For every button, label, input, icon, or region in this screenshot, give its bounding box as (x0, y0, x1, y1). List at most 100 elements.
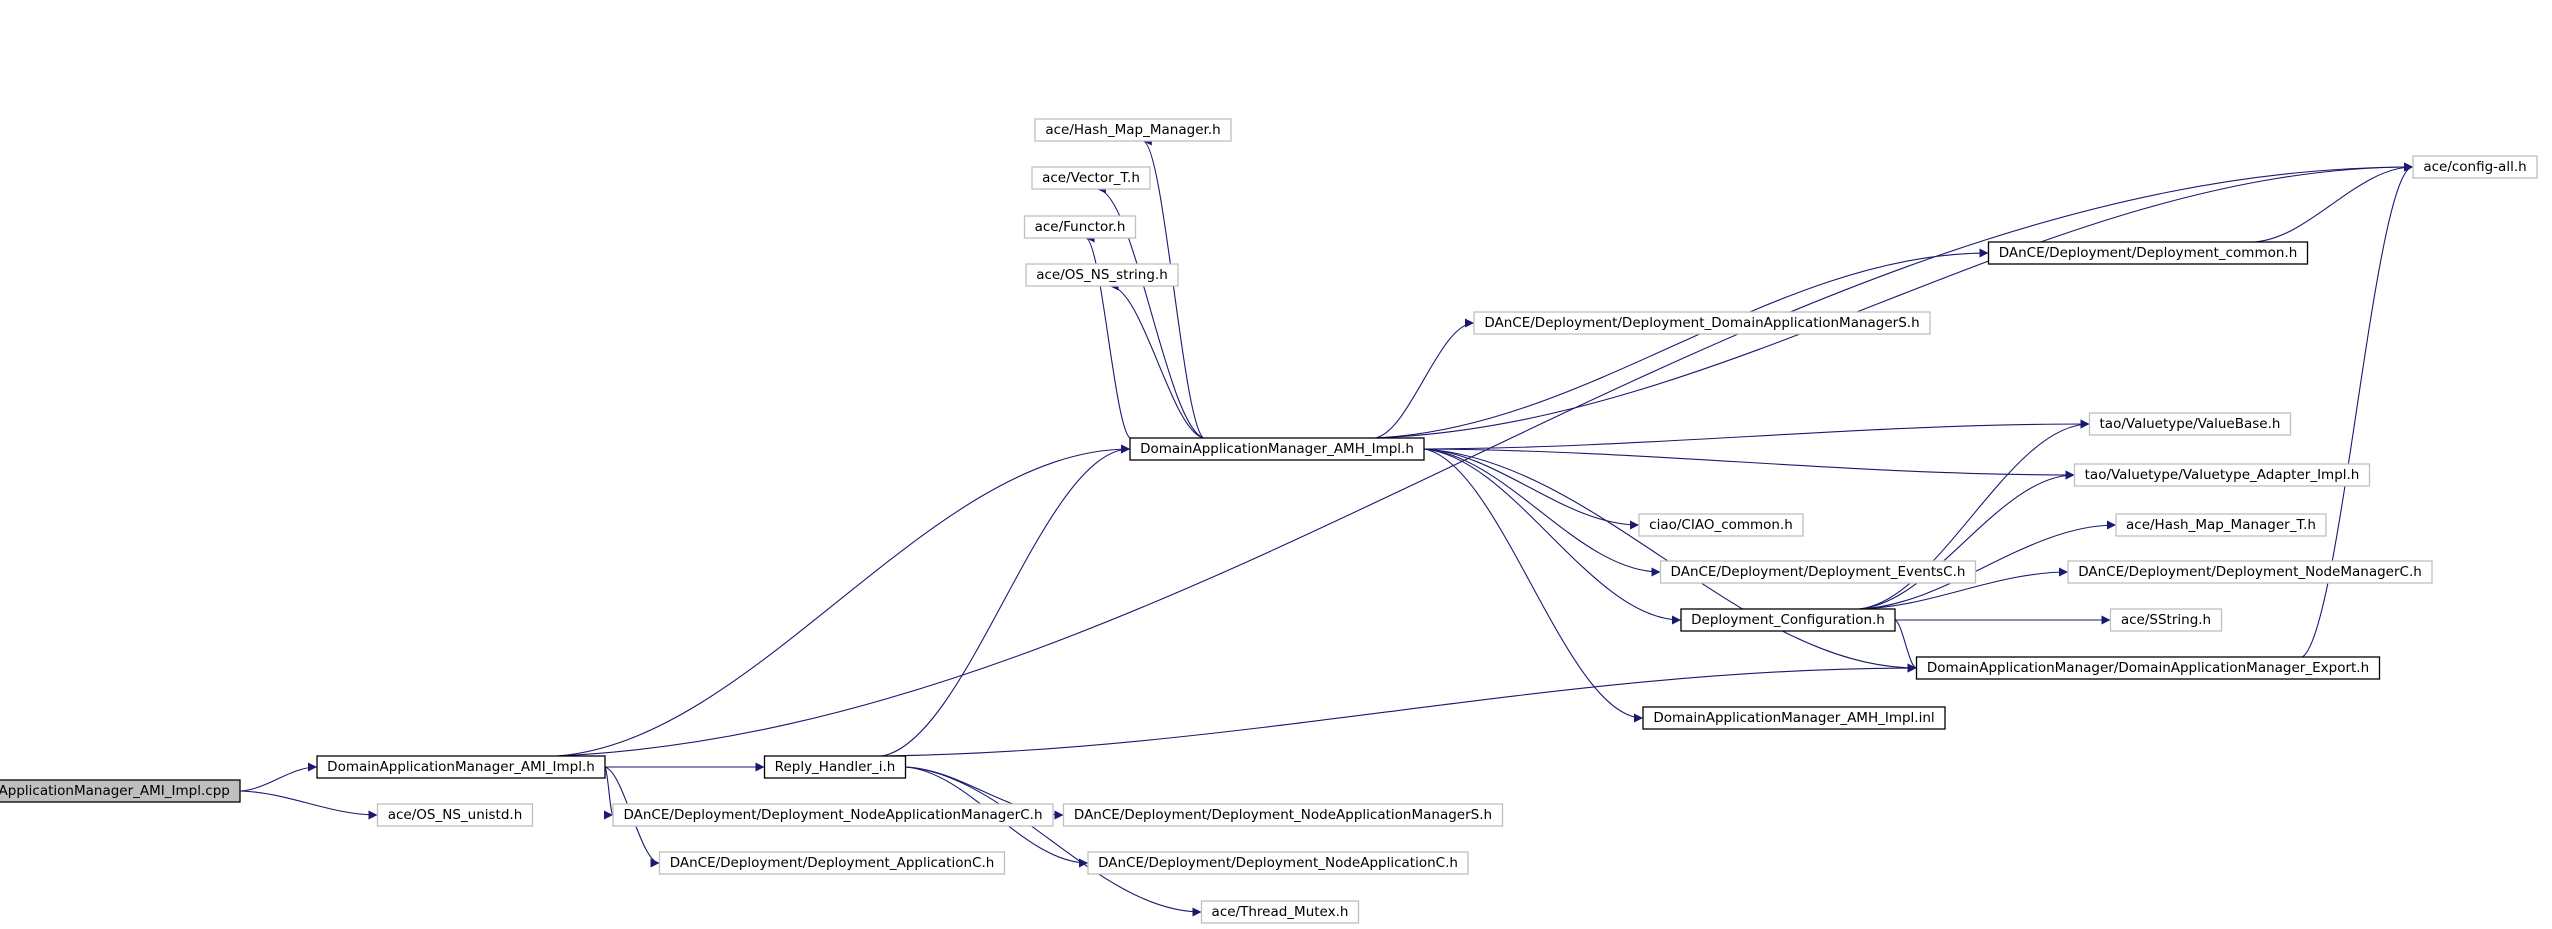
edge-n4-to-n12 (1374, 318, 1475, 439)
node-box (1659, 560, 1977, 584)
node-box (1200, 900, 1360, 924)
edge-n5-to-n26 (905, 766, 1202, 917)
edge-n4-to-n18 (1423, 448, 1682, 625)
node-label: ace/Hash_Map_Manager.h (1045, 122, 1220, 138)
node-box (2073, 463, 2371, 487)
node-label: ace/Thread_Mutex.h (1212, 904, 1349, 920)
node-box (1915, 656, 2381, 680)
node-ace-functor-h[interactable]: ace/Functor.h (1023, 215, 1137, 239)
node-label: ace/OS_NS_string.h (1036, 267, 1168, 283)
node-dance-deployment-deployment-nodeapplicationmanagerc-h[interactable]: DAnCE/Deployment/Deployment_NodeApplicat… (612, 803, 1054, 827)
edge-n1-to-n3 (556, 162, 2414, 757)
edge-n13-to-n3 (2254, 162, 2414, 243)
node-box (1031, 166, 1151, 190)
node-box (376, 803, 534, 827)
node-label: DAnCE/Deployment/Deployment_NodeManagerC… (2078, 564, 2422, 580)
node-label: Reply_Handler_i.h (775, 759, 896, 775)
node-deployment-configuration-h[interactable]: Deployment_Configuration.h (1680, 608, 1896, 632)
edge-n18-to-n19 (1894, 619, 1917, 673)
node-box (1025, 263, 1179, 287)
node-label: ace/Vector_T.h (1042, 170, 1140, 186)
node-box (1034, 118, 1232, 142)
edge-n4-to-n14 (1423, 419, 2090, 450)
node-label: DomainApplicationManager_AMH_Impl.h (1140, 441, 1414, 457)
edge-n5-to-n4 (881, 444, 1131, 757)
node-dance-deployment-deployment-domainapplicationmanagers-h[interactable]: DAnCE/Deployment/Deployment_DomainApplic… (1473, 311, 1931, 335)
node-ace-hash-map-manager-h[interactable]: ace/Hash_Map_Manager.h (1034, 118, 1232, 142)
node-domainapplicationmanager-ami-impl-h[interactable]: DomainApplicationManager_AMI_Impl.h (316, 755, 606, 779)
node-dance-deployment-deployment-applicationc-h[interactable]: DAnCE/Deployment/Deployment_ApplicationC… (658, 851, 1006, 875)
node-ace-sstring-h[interactable]: ace/SString.h (2109, 608, 2223, 632)
node-label: Deployment_Configuration.h (1691, 612, 1885, 628)
edge-n18-to-n22 (1859, 567, 2069, 610)
node-dance-deployment-deployment-nodeapplicationc-h[interactable]: DAnCE/Deployment/Deployment_NodeApplicat… (1087, 851, 1469, 875)
node-label: DAnCE/Deployment/Deployment_common.h (1999, 245, 2298, 261)
edge-n18-to-n14 (1859, 419, 2090, 610)
node-box (2412, 155, 2538, 179)
node-label: DAnCE/Deployment/Deployment_ApplicationC… (670, 855, 995, 871)
node-label: ciao/CIAO_common.h (1649, 517, 1793, 533)
node-box (2088, 412, 2292, 436)
node-ace-hash-map-manager-t-h[interactable]: ace/Hash_Map_Manager_T.h (2115, 513, 2327, 537)
edge-n4-to-n19 (1423, 448, 1917, 673)
edge-n19-to-n3 (2302, 162, 2414, 658)
node-dance-deployment-deployment-nodeapplicationmanagers-h[interactable]: DAnCE/Deployment/Deployment_NodeApplicat… (1062, 803, 1504, 827)
node-box (1987, 241, 2309, 265)
node-label: ace/Functor.h (1035, 219, 1126, 235)
node-box (1638, 513, 1804, 537)
edge-n4-to-n10 (1085, 233, 1131, 439)
node-label: DAnCE/Deployment/Deployment_NodeApplicat… (1074, 807, 1492, 823)
edge-n4-to-n17 (1423, 448, 1661, 577)
edges-layer (239, 136, 2414, 917)
node-domainapplicationmanager-ami-impl-cpp[interactable]: DomainApplicationManager_AMI_Impl.cpp (0, 779, 241, 803)
edge-n18-to-n15 (1859, 470, 2075, 610)
node-label: DomainApplicationManager/DomainApplicati… (1927, 660, 2369, 676)
node-reply-handler-i-h[interactable]: Reply_Handler_i.h (763, 755, 907, 779)
node-label: DomainApplicationManager_AMI_Impl.cpp (0, 783, 230, 799)
node-ace-config-all-h[interactable]: ace/config-all.h (2412, 155, 2538, 179)
nodes-layer: DomainApplicationManager_AMI_Impl.cpp Dom… (0, 118, 2538, 924)
node-label: DomainApplicationManager_AMH_Impl.inl (1653, 710, 1934, 726)
node-label: ace/OS_NS_unistd.h (388, 807, 523, 823)
edge-n4-to-n15 (1423, 448, 2075, 480)
edge-n4-to-n8 (1142, 136, 1204, 439)
node-box (1023, 215, 1137, 239)
node-label: tao/Valuetype/Valuetype_Adapter_Impl.h (2085, 467, 2360, 483)
node-dance-deployment-deployment-eventsc-h[interactable]: DAnCE/Deployment/Deployment_EventsC.h (1659, 560, 1977, 584)
edge-n4-to-n16 (1423, 448, 1640, 530)
node-ace-vector-t-h[interactable]: ace/Vector_T.h (1031, 166, 1151, 190)
node-box (1062, 803, 1504, 827)
node-label: DAnCE/Deployment/Deployment_NodeApplicat… (623, 807, 1042, 823)
node-dance-deployment-deployment-common-h[interactable]: DAnCE/Deployment/Deployment_common.h (1987, 241, 2309, 265)
node-ace-os-ns-string-h[interactable]: ace/OS_NS_string.h (1025, 263, 1179, 287)
node-label: ace/config-all.h (2423, 159, 2526, 175)
node-label: DAnCE/Deployment/Deployment_NodeApplicat… (1098, 855, 1458, 871)
node-box (0, 779, 241, 803)
node-domainapplicationmanager-amh-impl-inl[interactable]: DomainApplicationManager_AMH_Impl.inl (1642, 706, 1946, 730)
node-label: ace/Hash_Map_Manager_T.h (2126, 517, 2316, 533)
edge-n1-to-n4 (556, 444, 1131, 757)
edge-n1-to-n6 (603, 766, 614, 820)
node-box (316, 755, 606, 779)
node-tao-valuetype-valuetype-adapter-impl-h[interactable]: tao/Valuetype/Valuetype_Adapter_Impl.h (2073, 463, 2371, 487)
edge-n0-to-n2 (239, 790, 378, 820)
edge-n4-to-n13 (1374, 248, 1989, 439)
edge-n4-to-n3 (1374, 162, 2414, 439)
node-box (2109, 608, 2223, 632)
node-ace-thread-mutex-h[interactable]: ace/Thread_Mutex.h (1200, 900, 1360, 924)
node-dance-deployment-deployment-nodemanagerc-h[interactable]: DAnCE/Deployment/Deployment_NodeManagerC… (2067, 560, 2433, 584)
node-box (1680, 608, 1896, 632)
node-box (763, 755, 907, 779)
node-domainapplicationmanager-amh-impl-h[interactable]: DomainApplicationManager_AMH_Impl.h (1129, 437, 1425, 461)
node-label: ace/SString.h (2121, 612, 2211, 628)
node-domainapplicationmanager-domainapplicationmanager-export-h[interactable]: DomainApplicationManager/DomainApplicati… (1915, 656, 2381, 680)
node-label: DomainApplicationManager_AMI_Impl.h (327, 759, 595, 775)
node-ciao-ciao-common-h[interactable]: ciao/CIAO_common.h (1638, 513, 1804, 537)
edge-n5-to-n19 (881, 663, 1917, 757)
edge-n4-to-n20 (1423, 448, 1644, 723)
node-tao-valuetype-valuebase-h[interactable]: tao/Valuetype/ValueBase.h (2088, 412, 2292, 436)
node-ace-os-ns-unistd-h[interactable]: ace/OS_NS_unistd.h (376, 803, 534, 827)
node-label: tao/Valuetype/ValueBase.h (2100, 416, 2281, 432)
node-box (612, 803, 1054, 827)
